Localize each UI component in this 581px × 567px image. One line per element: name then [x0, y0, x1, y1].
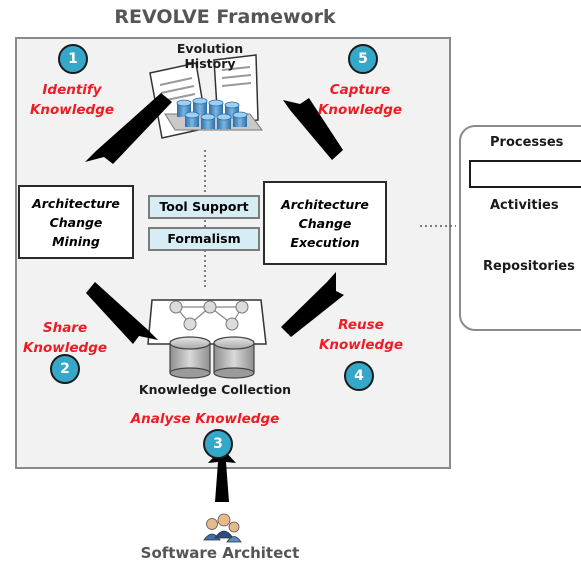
- arrow-share: [86, 282, 158, 344]
- software-architect-label: Software Architect: [140, 544, 300, 562]
- step-2-label: Share Knowledge: [20, 318, 110, 358]
- architecture-change-mining-box: Architecture Change Mining: [18, 185, 134, 259]
- execution-line3: Execution: [290, 234, 360, 250]
- legend-panel: [459, 125, 581, 331]
- step-1-label: Identify Knowledge: [22, 80, 122, 120]
- legend-activities-label: Activities: [490, 198, 559, 213]
- arrow-reuse: [281, 272, 344, 337]
- arrow-capture: [283, 98, 343, 160]
- knowledge-collection-label: Knowledge Collection: [138, 382, 292, 397]
- step-2-label-line1: Share: [42, 320, 88, 336]
- legend-repositories-label: Repositories: [483, 259, 575, 274]
- execution-line2: Change: [298, 215, 352, 231]
- step-3-circle: 3: [203, 429, 233, 459]
- step-4-circle: 4: [344, 361, 374, 391]
- step-4-label-line1: Reuse: [338, 317, 384, 333]
- step-4-label-line2: Knowledge: [318, 337, 404, 353]
- step-5-label: Capture Knowledge: [310, 80, 410, 120]
- software-architect-icon: [203, 513, 242, 543]
- step-1-label-line2: Knowledge: [29, 102, 115, 118]
- architecture-change-execution-box: Architecture Change Execution: [263, 181, 387, 265]
- repository-stack-icon: [164, 97, 263, 131]
- arrow-identify: [85, 93, 172, 164]
- legend-processes-label: Processes: [490, 135, 564, 150]
- tool-support-box: Tool Support: [148, 195, 260, 219]
- step-2-label-line2: Knowledge: [22, 340, 108, 356]
- step-3-label: Analyse Knowledge: [130, 411, 280, 427]
- step-4-label: Reuse Knowledge: [316, 315, 406, 355]
- evolution-history-label: Evolution History: [176, 41, 244, 71]
- legend-process-box: [469, 160, 581, 188]
- step-2-circle: 2: [50, 354, 80, 384]
- mining-line2: Change: [49, 214, 103, 230]
- mining-line1: Architecture: [32, 195, 120, 211]
- step-5-circle: 5: [348, 44, 378, 74]
- arrow-analyse: [208, 448, 236, 502]
- step-1-circle: 1: [58, 44, 88, 74]
- step-5-label-line1: Capture: [329, 82, 391, 98]
- execution-line1: Architecture: [281, 196, 369, 212]
- step-5-label-line2: Knowledge: [317, 102, 403, 118]
- mining-line3: Mining: [52, 233, 100, 249]
- framework-title: REVOLVE Framework: [114, 6, 336, 28]
- formalism-box: Formalism: [148, 227, 260, 251]
- knowledge-collection-icon: [147, 299, 267, 379]
- step-1-label-line1: Identify: [42, 82, 102, 98]
